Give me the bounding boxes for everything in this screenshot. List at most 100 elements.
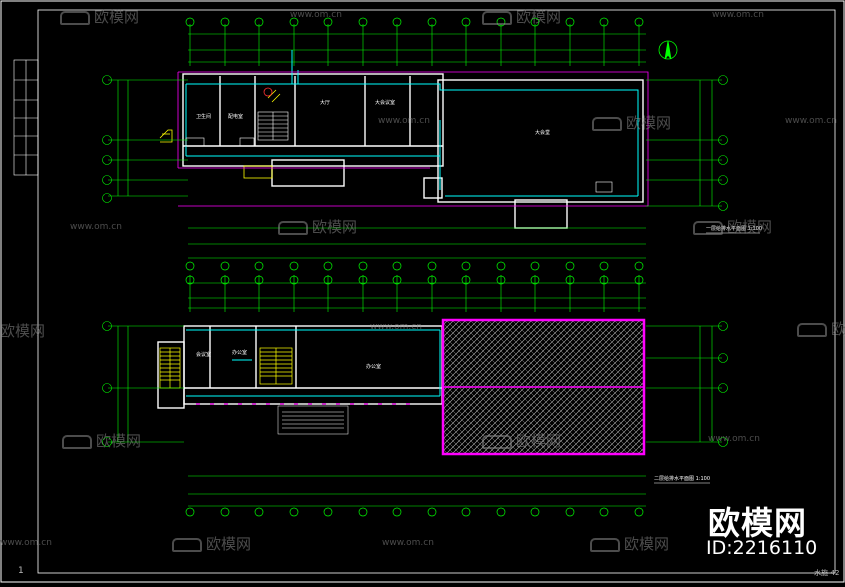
lower-plan: 会议室 办公室 办公室 二层给排水平面图 1:100 xyxy=(102,275,728,517)
axis-bubble xyxy=(530,507,540,517)
watermark-logo-icon xyxy=(278,220,308,235)
axis-bubble xyxy=(323,507,333,517)
axis-bubble xyxy=(599,261,609,271)
watermark-brand: 欧模网 xyxy=(797,318,845,339)
axis-bubble xyxy=(392,275,402,285)
axis-bubble xyxy=(358,275,368,285)
axis-bubble xyxy=(185,261,195,271)
watermark-domain: www.om.cn xyxy=(382,538,434,548)
lower-axis-bubbles xyxy=(185,275,644,285)
axis-bubble xyxy=(461,261,471,271)
axis-bubble xyxy=(461,17,471,27)
axis-bubble xyxy=(634,507,644,517)
axis-bubble xyxy=(289,261,299,271)
watermark-brand: 欧模网 xyxy=(482,430,561,451)
axis-bubble xyxy=(427,275,437,285)
lower-plan-title: 二层给排水平面图 1:100 xyxy=(654,475,710,482)
axis-bubble xyxy=(220,261,230,271)
axis-bubble xyxy=(358,507,368,517)
axis-bubble xyxy=(496,275,506,285)
watermark-logo-icon xyxy=(592,116,622,131)
upper-axis-ticks xyxy=(189,24,640,66)
upper-building-walls xyxy=(182,73,644,229)
lower-side-dimensions xyxy=(102,321,728,447)
watermark-brand: 欧模网 xyxy=(278,216,357,237)
axis-bubble xyxy=(461,275,471,285)
watermark-logo-icon xyxy=(62,434,92,449)
upper-bottom-dimensions xyxy=(188,227,646,259)
axis-bubble xyxy=(461,507,471,517)
axis-bubble xyxy=(634,17,644,27)
watermark-brand: 欧模网 xyxy=(592,112,671,133)
watermark-domain: www.om.cn xyxy=(290,10,342,20)
axis-bubble xyxy=(392,17,402,27)
axis-bubble xyxy=(599,507,609,517)
watermark-brand: 欧模网 xyxy=(0,322,46,340)
watermark-brand: 欧模网 xyxy=(60,6,139,27)
axis-bubble xyxy=(323,275,333,285)
watermark-brand: 欧模网 xyxy=(590,533,669,554)
axis-bubble xyxy=(427,261,437,271)
room-label: 大会议室 xyxy=(375,99,395,106)
axis-bubble xyxy=(634,261,644,271)
axis-bubble xyxy=(289,507,299,517)
upper-top-dimensions xyxy=(188,33,646,63)
axis-bubble xyxy=(496,507,506,517)
axis-bubble xyxy=(323,261,333,271)
watermark-brand: 欧模网 xyxy=(62,430,141,451)
axis-bubble xyxy=(185,507,195,517)
axis-bubble xyxy=(427,507,437,517)
axis-bubble xyxy=(599,275,609,285)
upper-boundary xyxy=(177,71,649,207)
axis-bubble xyxy=(254,507,264,517)
axis-bubble xyxy=(289,275,299,285)
axis-bubble xyxy=(323,17,333,27)
room-label: 大厅 xyxy=(320,99,330,106)
watermark-logo-icon xyxy=(590,537,620,552)
lower-water-pipes xyxy=(186,329,441,397)
axis-bubble xyxy=(496,17,506,27)
room-label: 办公室 xyxy=(366,363,381,370)
upper-plan-title: 一层给排水平面图 1:100 xyxy=(706,225,762,232)
upper-side-dimensions xyxy=(102,75,728,211)
watermark-brand: 欧模网 xyxy=(172,533,251,554)
left-title-strip xyxy=(13,59,39,176)
upper-small-fixtures xyxy=(185,137,613,193)
axis-bubble xyxy=(427,17,437,27)
axis-bubble xyxy=(565,507,575,517)
room-label: 配电室 xyxy=(228,113,243,120)
lower-axis-ticks xyxy=(189,275,640,312)
watermark-logo-icon xyxy=(172,537,202,552)
axis-bubble xyxy=(392,261,402,271)
axis-bubble xyxy=(358,261,368,271)
axis-bubble xyxy=(565,275,575,285)
lower-top-dimensions xyxy=(188,282,646,309)
axis-bubble xyxy=(254,275,264,285)
room-label: 会议室 xyxy=(196,351,211,358)
upper-stair xyxy=(257,111,289,141)
watermark-logo-icon xyxy=(482,10,512,25)
axis-bubble xyxy=(565,17,575,27)
axis-bubble xyxy=(254,17,264,27)
axis-bubble xyxy=(599,17,609,27)
watermark-large-brand: 欧模网 xyxy=(708,504,808,542)
lower-bottom-axis-bubbles xyxy=(185,507,644,517)
axis-bubble xyxy=(220,507,230,517)
watermark-id: ID:2216110 xyxy=(706,537,818,559)
axis-bubble xyxy=(358,17,368,27)
axis-bubble xyxy=(220,17,230,27)
room-label: 办公室 xyxy=(232,349,247,356)
watermark-logo-icon xyxy=(482,434,512,449)
watermark-domain: www.om.cn xyxy=(70,222,122,232)
watermark-domain: www.om.cn xyxy=(712,10,764,20)
page-number: 1 xyxy=(18,566,24,576)
upper-plan: 大厅 大会议室 大会堂 卫生间 配电室 一层给排水平面图 1:100 xyxy=(102,17,762,271)
upper-yellow-details xyxy=(159,87,281,179)
axis-bubble xyxy=(254,261,264,271)
axis-bubble xyxy=(185,275,195,285)
upper-axis-bubbles xyxy=(185,17,644,27)
north-arrow-icon xyxy=(658,40,678,60)
